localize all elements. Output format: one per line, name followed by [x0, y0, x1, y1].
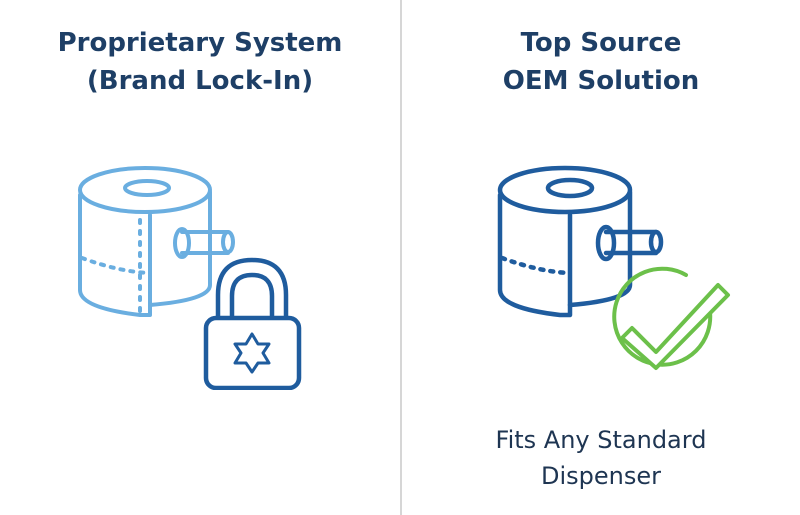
right-panel-title: Top Source OEM Solution	[402, 24, 800, 100]
right-title-line2: OEM Solution	[502, 66, 700, 96]
left-panel-title: Proprietary System (Brand Lock-In)	[0, 24, 400, 100]
footer-line2: Dispenser	[541, 462, 661, 490]
footer-line1: Fits Any Standard	[495, 426, 707, 454]
padlock-icon	[203, 257, 302, 390]
right-title-line1: Top Source	[520, 28, 682, 58]
left-title-line1: Proprietary System	[57, 28, 343, 58]
panel-divider	[400, 0, 402, 515]
toilet-paper-roll-icon	[497, 165, 664, 318]
oem-roll-check-illustration	[497, 165, 730, 370]
proprietary-roll-lock-illustration	[78, 166, 302, 390]
left-panel: Proprietary System (Brand Lock-In)	[0, 24, 400, 390]
left-title-line2: (Brand Lock-In)	[86, 66, 314, 96]
check-circle-icon	[612, 266, 730, 370]
right-panel: Top Source OEM Solution Fits Any Standar…	[402, 0, 800, 515]
toilet-paper-roll-icon	[78, 166, 235, 317]
right-panel-footer: Fits Any Standard Dispenser	[402, 422, 800, 494]
